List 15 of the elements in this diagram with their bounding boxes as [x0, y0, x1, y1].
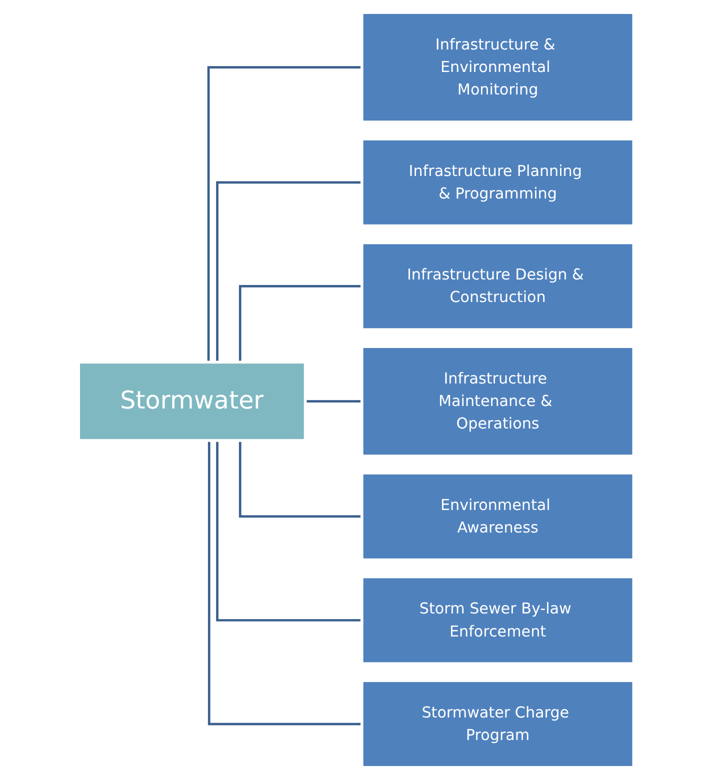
node-box: Infrastructure & Environmental Monitoring	[360, 11, 635, 124]
node-box: Storm Sewer By-law Enforcement	[360, 575, 635, 666]
node-box: Infrastructure Design & Construction	[360, 241, 635, 332]
node-box: Stormwater Charge Program	[360, 679, 635, 769]
node-box: Stormwater	[77, 360, 307, 442]
connector	[208, 440, 362, 726]
connector	[216, 440, 362, 622]
connector	[238, 440, 362, 518]
node-box: Infrastructure Maintenance & Operations	[360, 345, 635, 458]
node-box: Infrastructure Planning & Programming	[360, 138, 635, 228]
connector	[216, 181, 362, 362]
node-box: Environmental Awareness	[360, 472, 635, 562]
connector	[238, 285, 362, 362]
connector	[304, 400, 362, 402]
connector	[207, 66, 362, 362]
